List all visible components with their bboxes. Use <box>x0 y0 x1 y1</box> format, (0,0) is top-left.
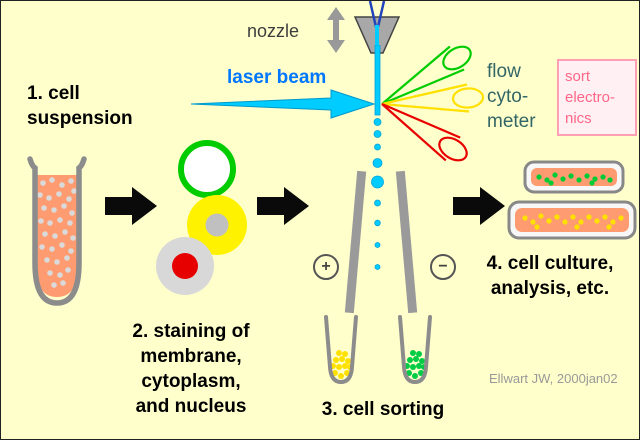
flow-line: meter <box>487 111 536 132</box>
collection-tube-left <box>324 315 358 385</box>
green-cells <box>536 172 613 186</box>
step2-line: and nucleus <box>135 396 247 417</box>
step4-line: 4. cell culture, <box>486 253 614 274</box>
tube-outline <box>324 315 358 385</box>
deflection-plate-right <box>395 170 418 314</box>
step1-line: suspension <box>27 108 133 129</box>
cytoplasm-stained-cell <box>187 195 247 255</box>
tube-glass-outline <box>27 156 87 306</box>
step2-line: 2. staining of <box>132 321 250 342</box>
droplets <box>371 118 384 270</box>
minus-electrode-icon: − <box>430 254 456 280</box>
sort-line: nics <box>565 110 592 127</box>
culture-dish-bottom <box>507 200 637 240</box>
sort-line: electro- <box>565 89 616 106</box>
right-arrow-icon <box>257 187 309 225</box>
detector-cones <box>381 45 485 162</box>
sort-line: sort <box>565 68 591 85</box>
flow-cytometer-label: flow cyto- meter <box>487 59 536 134</box>
collection-tube-right <box>398 315 432 385</box>
cone-red <box>381 102 468 162</box>
step2-line: membrane, <box>140 346 242 367</box>
culture-dishes <box>507 160 637 240</box>
laser-beam-label: laser beam <box>227 67 327 88</box>
membrane-stained-cell <box>178 140 236 198</box>
culture-dish-top <box>523 160 625 194</box>
step1-label: 1. cell suspension <box>27 81 133 131</box>
step2-line: cytoplasm, <box>141 371 241 392</box>
cone-yellow <box>381 83 485 113</box>
flow-line: flow <box>487 61 521 82</box>
step2-label: 2. staining of membrane, cytoplasm, and … <box>101 319 281 419</box>
step3-label: 3. cell sorting <box>321 399 445 420</box>
updown-arrow-icon <box>327 7 345 53</box>
tube-outline <box>398 315 432 385</box>
flow-line: cyto- <box>487 86 529 107</box>
sort-electronics-box: sort electro- nics <box>557 59 637 136</box>
suspended-cells <box>37 177 77 288</box>
right-arrow-icon <box>105 187 157 225</box>
sample-inlet-icon <box>368 1 386 28</box>
cone-green <box>381 45 472 106</box>
step4-line: analysis, etc. <box>490 278 610 299</box>
plus-electrode-icon: + <box>313 254 339 280</box>
nozzle-funnel <box>353 1 401 58</box>
credit-text: Ellwart JW, 2000jan02 <box>489 371 618 386</box>
deflection-plate-left <box>344 170 367 314</box>
stained-cells <box>156 140 247 295</box>
yellow-cells <box>522 213 624 230</box>
laser-beam-icon <box>191 89 376 119</box>
nucleus-stained-cell <box>156 237 214 295</box>
step4-label: 4. cell culture, analysis, etc. <box>461 251 639 301</box>
step1-line: 1. cell <box>27 83 80 104</box>
fluid-stream <box>371 45 384 270</box>
cell-suspension-tube <box>27 156 87 306</box>
right-arrow-icon <box>453 187 505 225</box>
nozzle-label: nozzle <box>247 21 300 41</box>
sorted-cells-yellow <box>330 350 353 379</box>
